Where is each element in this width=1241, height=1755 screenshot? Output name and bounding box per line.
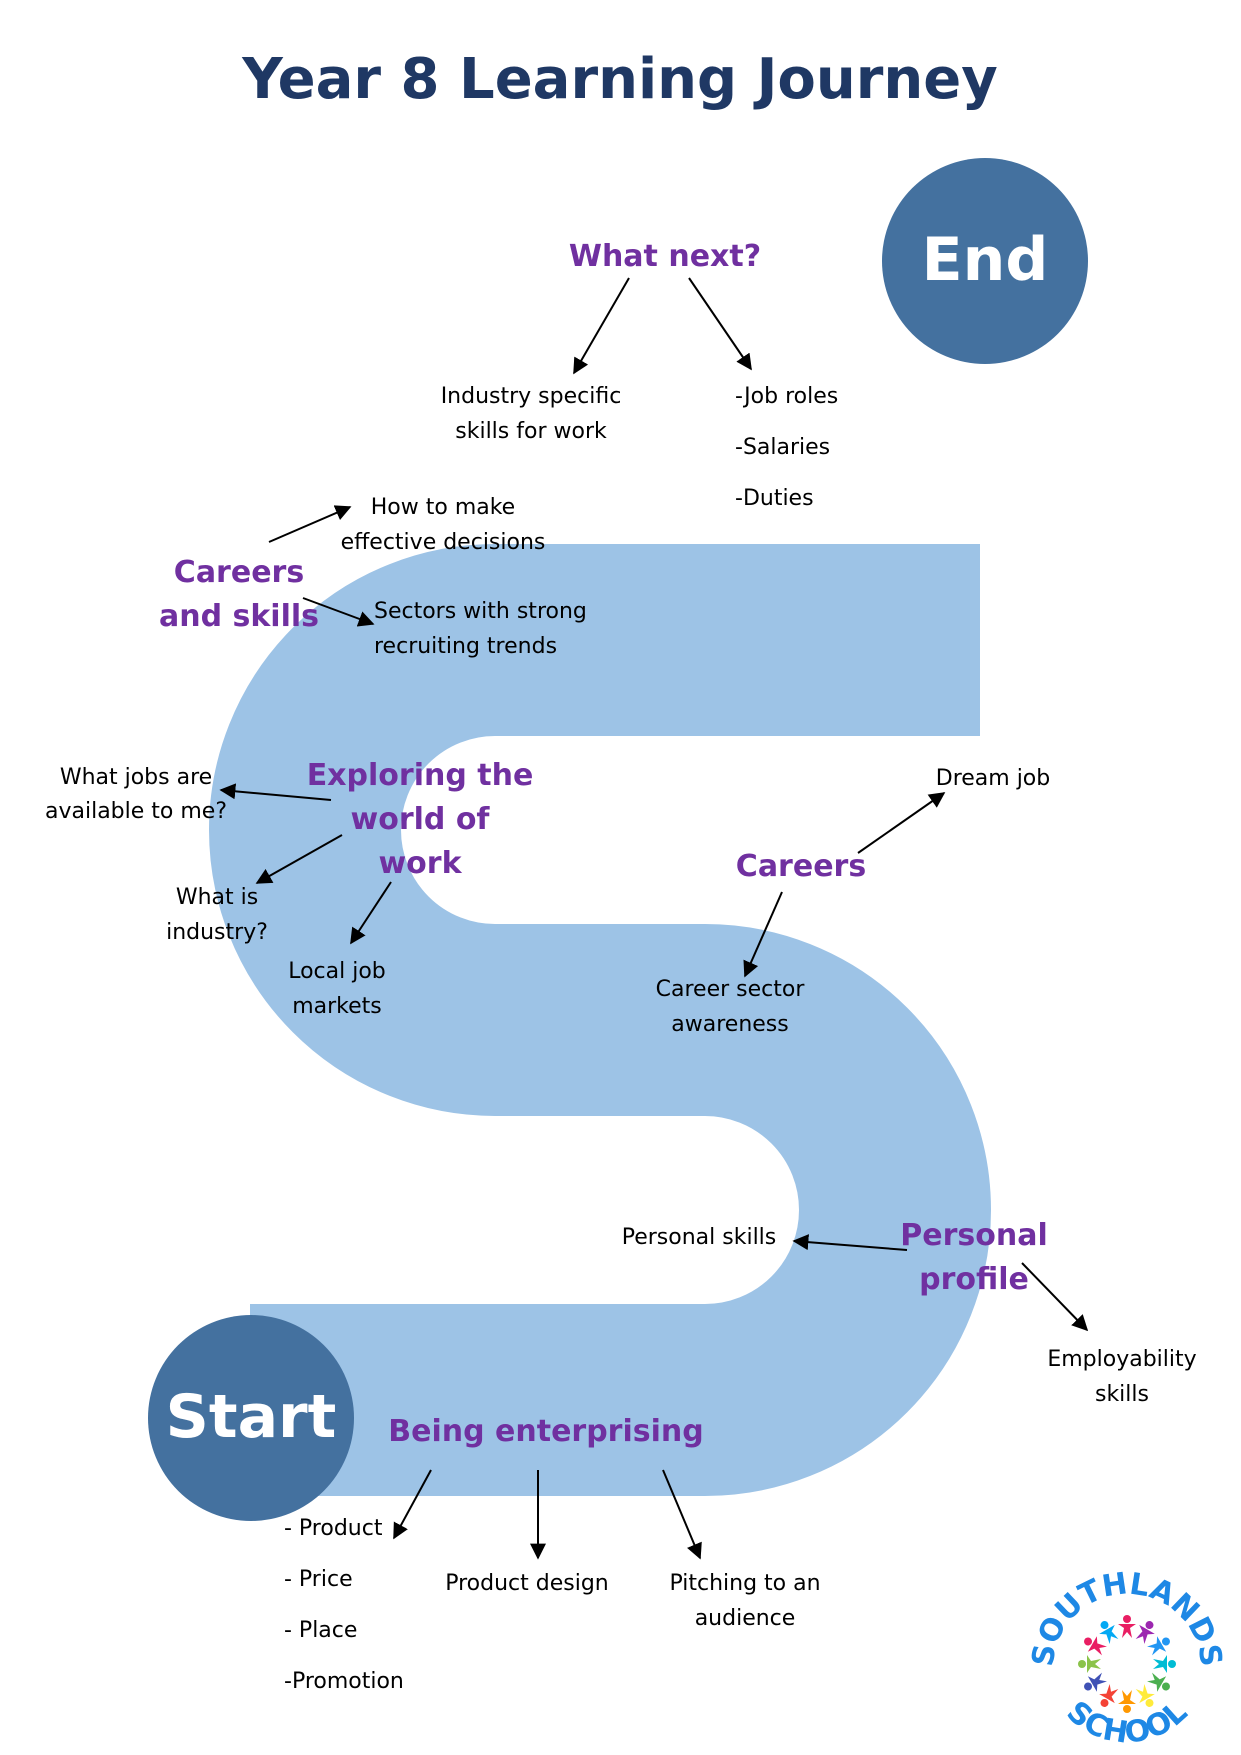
- label-product-design: Product design: [445, 1571, 609, 1596]
- label-what-is-line1: What is: [176, 885, 258, 910]
- node-personal-profile-line2: profile: [919, 1262, 1029, 1297]
- node-what-next: What next?: [569, 239, 761, 274]
- arrow-careers-dream: [857, 792, 946, 854]
- arrow-careers-skills-sectors: [302, 597, 375, 627]
- label-decisions-line1: How to make: [371, 495, 515, 520]
- logo-figure: [1147, 1672, 1170, 1692]
- node-personal-profile-line1: Personal: [900, 1218, 1047, 1253]
- logo-figure: [1118, 1690, 1136, 1713]
- arrow-what-next-industry: [573, 277, 630, 375]
- label-employability-line2: skills: [1095, 1382, 1149, 1407]
- label-local-line1: Local job: [288, 959, 386, 984]
- node-careers-skills-line1: Careers: [174, 555, 304, 590]
- logo-figure: [1084, 1636, 1107, 1656]
- logo-figure: [1153, 1655, 1176, 1673]
- label-job-roles: -Job roles: [735, 384, 838, 409]
- node-being-enterprising: Being enterprising: [388, 1414, 703, 1449]
- arrow-enterprising-product: [393, 1469, 432, 1540]
- start-circle: [148, 1315, 354, 1521]
- logo-figure: [1078, 1655, 1101, 1673]
- label-local-line2: markets: [292, 994, 382, 1019]
- logo-figure: [1135, 1621, 1155, 1644]
- school-logo: SOUTHLANDS SCHOOL: [1026, 1566, 1229, 1751]
- label-employability-line1: Employability: [1047, 1347, 1196, 1372]
- label-industry-line1: Industry specific: [441, 384, 622, 409]
- arrow-enterprising-pitching: [662, 1469, 702, 1560]
- arrow-exploring-local: [350, 881, 392, 945]
- end-circle: [882, 158, 1088, 364]
- arrow-what-next-roles: [688, 277, 752, 371]
- node-careers: Careers: [736, 849, 866, 884]
- label-duties: -Duties: [735, 486, 814, 511]
- arrow-exploring-jobs: [219, 783, 332, 801]
- label-career-sector-line2: awareness: [671, 1012, 788, 1037]
- arrow-careers-skills-decisions: [268, 505, 352, 543]
- node-careers-skills-line2: and skills: [159, 599, 319, 634]
- logo-figure: [1099, 1621, 1119, 1644]
- start-label: Start: [166, 1382, 337, 1452]
- label-sectors-line1: Sectors with strong: [374, 599, 587, 624]
- label-career-sector-line1: Career sector: [656, 977, 806, 1002]
- label-promotion: -Promotion: [284, 1669, 404, 1694]
- end-label: End: [922, 225, 1049, 295]
- logo-figure: [1118, 1615, 1136, 1638]
- arrow-personal-skills: [792, 1234, 908, 1251]
- label-dream-job: Dream job: [936, 766, 1050, 791]
- label-jobs-available-line2: available to me?: [45, 799, 227, 824]
- label-what-is-line2: industry?: [166, 920, 268, 945]
- logo-figure: [1135, 1684, 1155, 1707]
- node-exploring-line2: world of: [351, 802, 491, 837]
- label-price: - Price: [284, 1567, 353, 1592]
- logo-figure: [1084, 1672, 1107, 1692]
- node-exploring-line3: work: [378, 846, 462, 881]
- logo-figure: [1147, 1636, 1170, 1656]
- node-exploring-line1: Exploring the: [307, 758, 534, 793]
- label-pitching-line2: audience: [695, 1606, 796, 1631]
- label-personal-skills: Personal skills: [622, 1225, 777, 1250]
- label-pitching-line1: Pitching to an: [669, 1571, 820, 1596]
- label-place: - Place: [284, 1618, 357, 1643]
- arrow-exploring-industry: [255, 834, 343, 884]
- label-decisions-line2: effective decisions: [341, 530, 546, 555]
- arrow-careers-sector: [743, 891, 783, 978]
- label-sectors-line2: recruiting trends: [374, 634, 557, 659]
- logo-figure: [1099, 1684, 1119, 1707]
- page-title: Year 8 Learning Journey: [241, 47, 997, 112]
- logo-figures-ring: [1078, 1615, 1176, 1713]
- label-product: - Product: [284, 1516, 383, 1541]
- label-industry-line2: skills for work: [455, 419, 607, 444]
- label-salaries: -Salaries: [735, 435, 830, 460]
- label-jobs-available-line1: What jobs are: [60, 765, 212, 790]
- journey-path: [209, 544, 991, 1496]
- arrow-personal-employability: [1021, 1262, 1089, 1332]
